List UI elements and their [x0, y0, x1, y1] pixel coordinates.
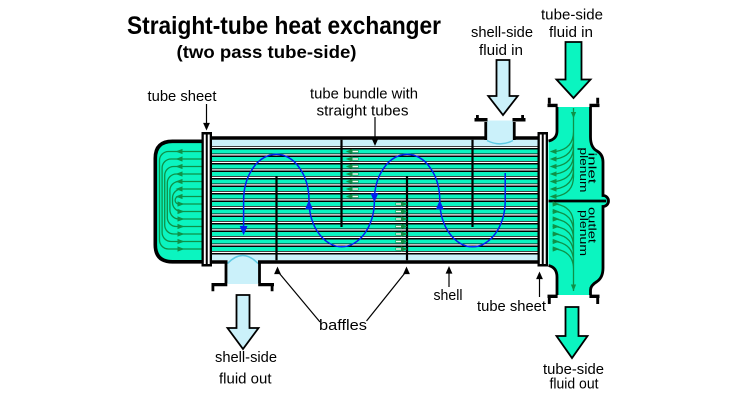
- svg-text:plenum: plenum: [577, 148, 589, 193]
- svg-text:tube bundle with: tube bundle with: [310, 86, 418, 103]
- svg-text:tube-side: tube-side: [541, 7, 603, 24]
- svg-text:plenum: plenum: [577, 210, 589, 256]
- svg-text:fluid out: fluid out: [219, 371, 272, 388]
- svg-text:shell-side: shell-side: [215, 349, 277, 366]
- svg-text:shell-side: shell-side: [471, 24, 533, 41]
- svg-text:fluid in: fluid in: [549, 24, 593, 41]
- svg-text:tube sheet: tube sheet: [148, 88, 218, 105]
- svg-text:fluid out: fluid out: [550, 376, 600, 393]
- svg-text:shell: shell: [434, 287, 463, 304]
- svg-text:outlet: outlet: [586, 207, 598, 243]
- svg-text:tube-side: tube-side: [543, 361, 604, 378]
- svg-text:(two pass tube-side): (two pass tube-side): [177, 42, 357, 62]
- svg-text:inlet: inlet: [586, 153, 598, 184]
- svg-text:fluid in: fluid in: [479, 42, 523, 59]
- svg-text:Straight-tube heat exchanger: Straight-tube heat exchanger: [127, 12, 441, 40]
- svg-text:tube sheet: tube sheet: [477, 298, 547, 315]
- svg-text:straight tubes: straight tubes: [317, 103, 409, 120]
- svg-text:baffles: baffles: [319, 317, 367, 334]
